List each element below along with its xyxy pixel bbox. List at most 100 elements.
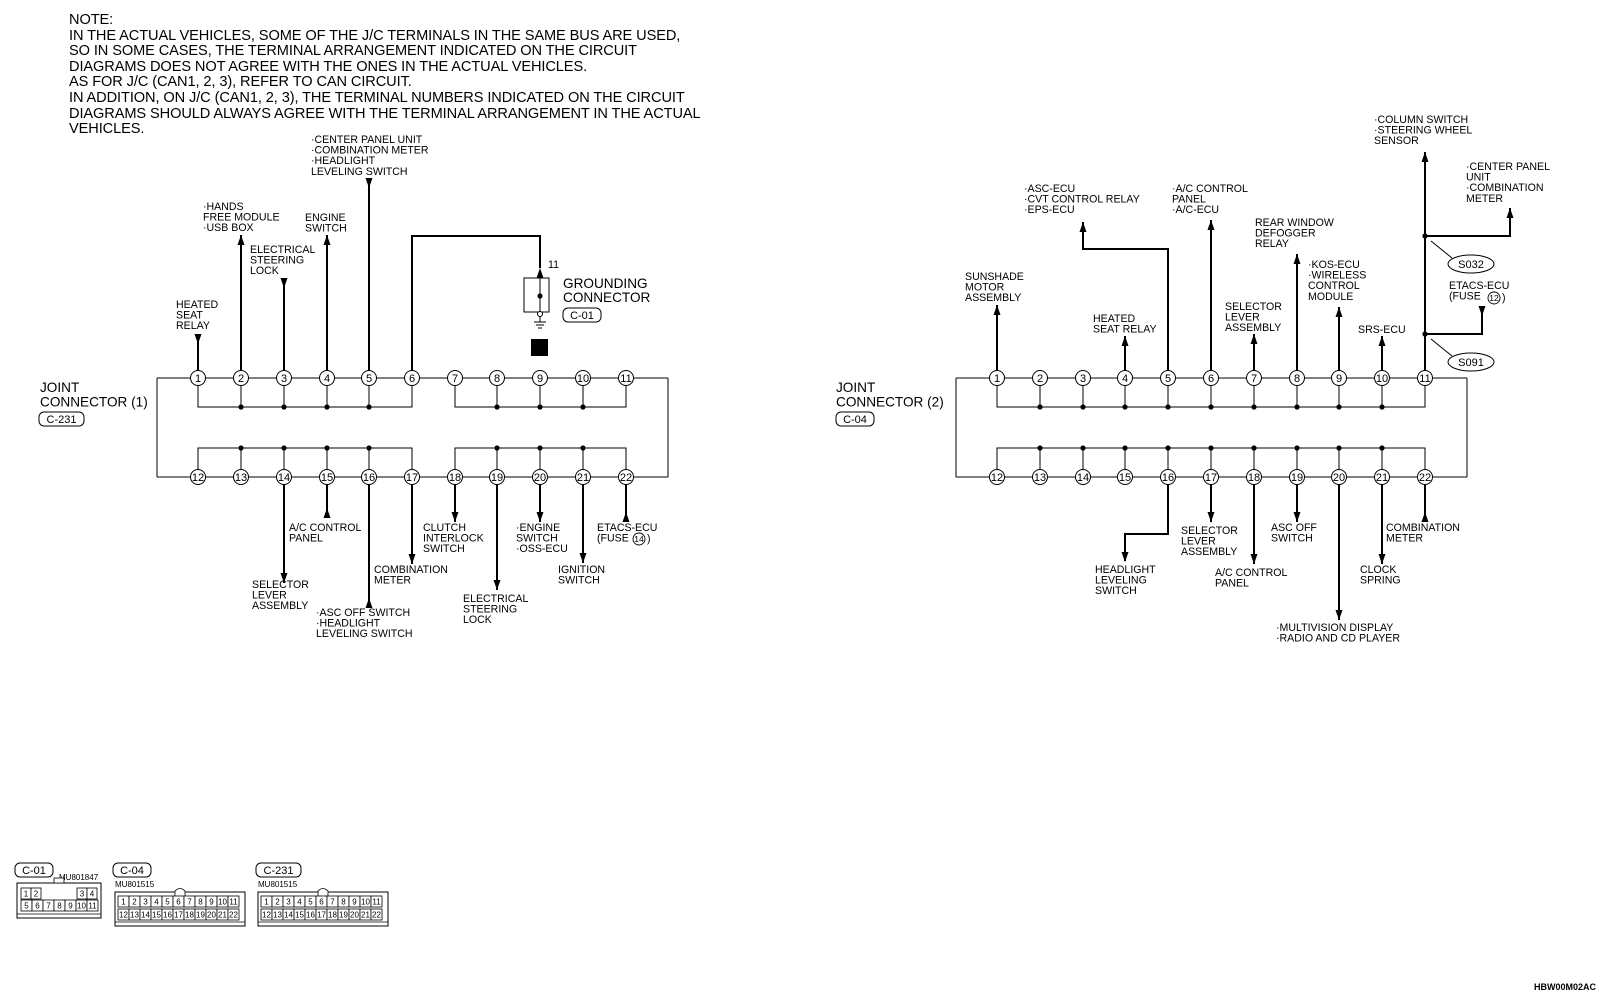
face-c01-cell-label: 9 [68,902,73,911]
pin-jc2-14-ring [1075,469,1091,485]
arrow-down-icon [365,178,373,188]
note-line: AS FOR J/C (CAN1, 2, 3), REFER TO CAN CI… [69,74,412,91]
pin-jc1-13-ring [233,469,249,485]
arrow-up-icon [1335,307,1343,317]
face-c04-cell-label: 13 [130,911,139,920]
face-c04-cell-label: 18 [185,911,194,920]
note-line: NOTE: [69,12,114,28]
junction-dot [1379,445,1385,451]
pin-jc2-11: 11 [1419,373,1430,385]
face-c231-cell-label: 2 [275,898,280,907]
face-c231-cell-label: 4 [297,898,302,907]
face-c231-cell-label: 19 [339,911,348,920]
pin-jc2-18: 18 [1248,472,1260,484]
note-line: DIAGRAMS SHOULD ALWAYS AGREE WITH THE TE… [69,105,701,122]
face-c231-cell-label: 6 [319,898,324,907]
junction-dot [1037,445,1043,451]
pin-jc1-11: 11 [620,373,631,385]
arrow-up-icon [1421,152,1429,162]
face-c04-cell-label: 14 [141,911,150,920]
face-c04-id-box [112,862,152,878]
arrow-down-icon [280,573,288,583]
wire-asc-ecu [1082,222,1169,371]
arrow-up-icon [1207,220,1215,230]
face-c04-cell-label: 3 [143,898,148,907]
face-c04-cell-label: 1 [121,898,126,907]
label-jc1-p5: ·CENTER PANEL UNIT·COMBINATION METER·HEA… [311,134,429,178]
face-c231-cell [370,908,383,921]
face-c231-id: C-231 [264,865,294,877]
pin-jc1-6: 6 [409,373,415,385]
face-c04-cell-label: 8 [198,898,203,907]
pin-jc1-22: 22 [620,472,632,484]
fuse-jc1-ring [632,532,646,546]
arrow-down-icon [408,554,416,564]
face-c231-cell-label: 13 [273,911,282,920]
pin-jc2-3-ring [1075,370,1091,386]
arrow-down-icon [194,334,202,344]
junction-dot [1122,445,1128,451]
diagram-code: HBW00M02AC [1534,982,1597,992]
junction-dot [1336,445,1342,451]
arrow-up-icon [237,235,245,245]
face-c04-cell-label: 9 [209,898,214,907]
pin-jc1-1: 1 [195,373,201,385]
splice-s091-ring [1447,352,1495,372]
pin-jc2-20: 20 [1333,472,1345,484]
face-c231-cell-label: 8 [341,898,346,907]
face-c01-cell-label: 6 [35,902,40,911]
face-c04-latch [174,888,186,896]
junction-dot [324,404,330,410]
bus-line [197,378,413,408]
face-c04-id: C-04 [120,865,144,877]
splice-leader [1430,338,1453,357]
pin-jc1-19: 19 [491,472,503,484]
pin-jc1-14: 14 [278,472,290,484]
arrow-down-icon [1121,552,1129,562]
note-line: SO IN SOME CASES, THE TERMINAL ARRANGEME… [69,43,637,60]
face-c231-cell-label: 12 [262,911,271,920]
bus-line [197,447,413,477]
pin-jc1-7-ring [447,370,463,386]
splice-s091: S091 [1458,357,1484,369]
pin-jc2-17: 17 [1205,472,1217,484]
arrow-down-icon [451,512,459,522]
junction-dot [1336,404,1342,410]
ground-connector-id-box [562,307,602,323]
pin-jc2-1: 1 [994,373,1000,385]
jc2-connector-id: C-04 [843,414,867,426]
junction-dot [1037,404,1043,410]
pin-jc1-4-ring [319,370,335,386]
face-c04-cell-label: 16 [163,911,172,920]
pin-jc2-2: 2 [1037,373,1043,385]
note-line: IN ADDITION, ON J/C (CAN1, 2, 3), THE TE… [69,89,685,106]
arrow-up-icon [365,598,373,608]
arrow-up-icon [1293,254,1301,264]
face-c231-cell-label: 9 [352,898,357,907]
junction-dot [1208,404,1214,410]
face-c231-cell-label: 17 [317,911,326,920]
arrow-down-icon [1207,512,1215,522]
face-c01-part: MU801847 [59,873,99,882]
pin-jc1-10-ring [575,370,591,386]
pin-jc1-18: 18 [449,472,461,484]
note-line: DIAGRAMS DOES NOT AGREE WITH THE ONES IN… [69,58,588,75]
wire-center-panel-unit [1425,208,1511,237]
face-c231-cell-label: 21 [361,911,370,920]
jc2-connector-id-box [835,411,875,427]
splice-dot [1422,331,1428,337]
face-c01-cell-label: 10 [77,902,86,911]
face-c01-id: C-01 [22,865,46,877]
